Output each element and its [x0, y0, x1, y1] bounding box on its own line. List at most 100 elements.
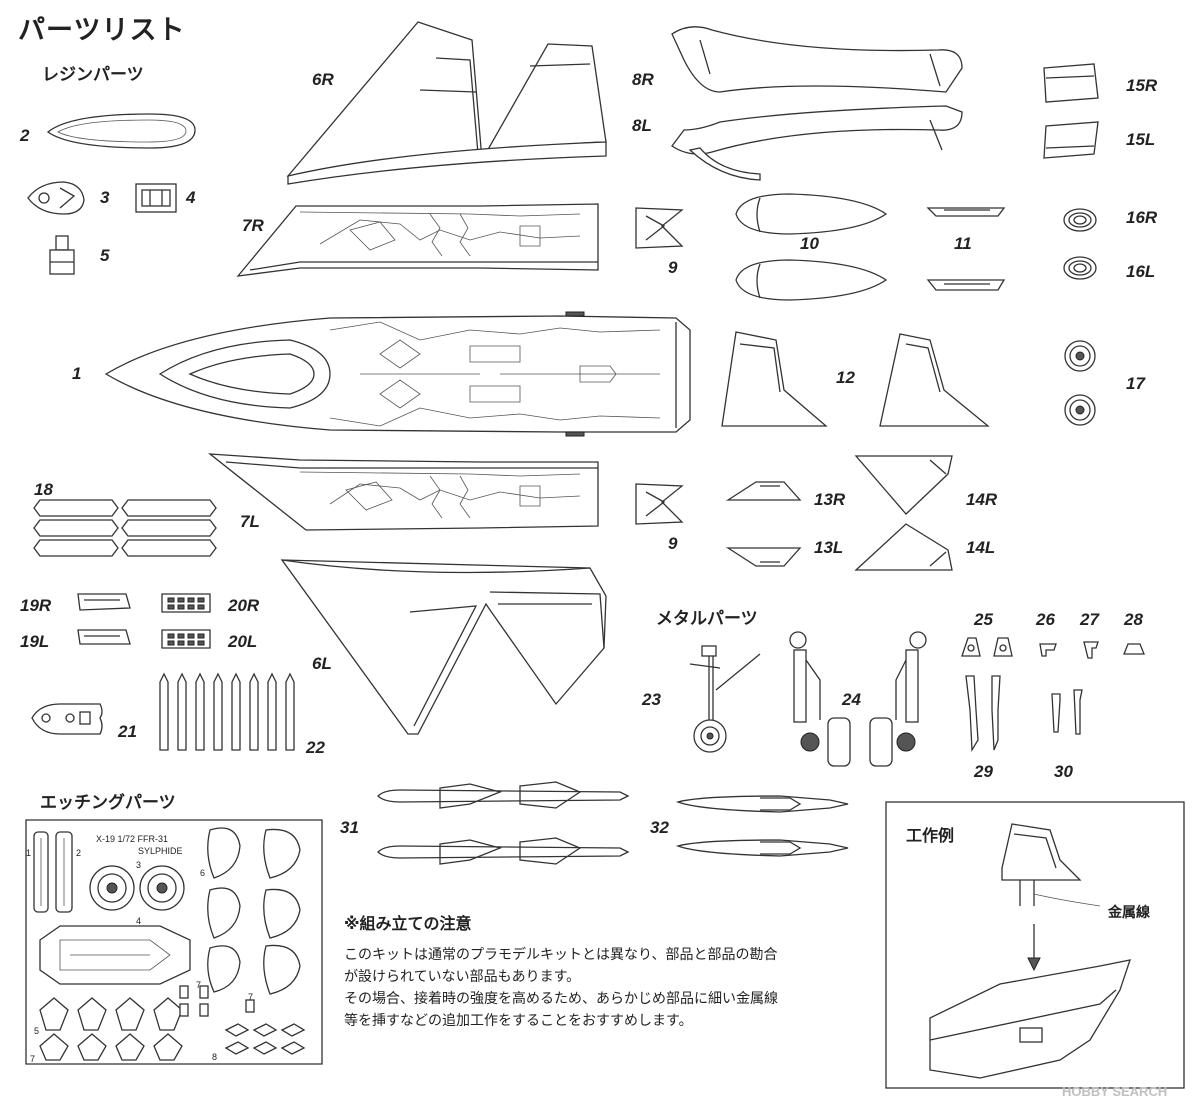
part-4 — [135, 183, 177, 213]
assembly-note-line: このキットは通常のプラモデルキットとは異なり、部品と部品の勘合 — [344, 947, 778, 963]
part-26 — [1039, 643, 1057, 657]
page-title: パーツリスト — [18, 15, 186, 46]
part-label-9-lower: 9 — [668, 534, 678, 553]
part-30 — [1051, 689, 1083, 735]
part-label-7r: 7R — [242, 216, 264, 235]
part-29 — [965, 675, 1001, 753]
etching-label: 7 — [196, 980, 202, 990]
part-10-lower — [735, 259, 888, 301]
assembly-note-line: その場合、接着時の強度を高めるため、あらかじめ部品に細い金属線 — [344, 991, 778, 1007]
part-label-7l: 7L — [240, 512, 260, 531]
etching-label: 1 — [26, 848, 32, 858]
part-6l-wing — [280, 559, 607, 735]
etching-label: 7 — [248, 992, 254, 1002]
part-label-13l: 13L — [814, 538, 844, 557]
part-17-wheel-upper — [1064, 340, 1096, 372]
part-label-8l: 8L — [632, 116, 652, 135]
assembly-note-title: ※組み立ての注意 — [344, 914, 472, 933]
part-label-24: 24 — [842, 690, 861, 709]
etching-label: 3 — [136, 860, 142, 870]
part-label-20l: 20L — [228, 632, 258, 651]
part-16l — [1063, 256, 1097, 280]
part-label-16l: 16L — [1126, 262, 1156, 281]
part-7l-side — [207, 453, 599, 531]
assembly-note-line: が設けられていない部品もあります。 — [344, 969, 581, 985]
part-label-23: 23 — [642, 690, 661, 709]
part-10-upper — [735, 193, 888, 235]
etching-sheet-name: SYLPHIDE — [138, 846, 183, 856]
part-17-wheel-lower — [1064, 394, 1096, 426]
part-32-pod-lower — [675, 839, 849, 857]
part-3 — [27, 181, 85, 215]
part-label-15l: 15L — [1126, 130, 1156, 149]
part-20r — [161, 593, 211, 613]
part-label-32: 32 — [650, 818, 669, 837]
part-label-20r: 20R — [228, 596, 260, 615]
part-label-27: 27 — [1080, 610, 1099, 629]
part-label-17: 17 — [1126, 374, 1145, 393]
part-label-31: 31 — [340, 818, 359, 837]
part-12-tail-right — [879, 333, 990, 427]
part-1-fuselage — [104, 311, 691, 437]
metal-parts-heading: メタルパーツ — [656, 609, 758, 629]
part-label-14l: 14L — [966, 538, 996, 557]
part-label-12: 12 — [836, 368, 855, 387]
part-19l — [77, 629, 131, 645]
part-16r — [1063, 208, 1097, 232]
part-label-10: 10 — [800, 234, 819, 253]
part-label-19l: 19L — [20, 632, 50, 651]
part-28 — [1123, 643, 1145, 655]
etching-parts-heading: エッチングパーツ — [40, 793, 176, 813]
metal-wire-callout: 金属線 — [1108, 905, 1150, 921]
part-label-21: 21 — [118, 722, 137, 741]
part-8r-intake — [671, 26, 963, 93]
part-label-6l: 6L — [312, 654, 332, 673]
part-label-14r: 14R — [966, 490, 998, 509]
part-label-5: 5 — [100, 246, 110, 265]
part-label-15r: 15R — [1126, 76, 1158, 95]
part-8l-intake — [671, 105, 963, 181]
part-label-8r: 8R — [632, 70, 654, 89]
part-label-26: 26 — [1036, 610, 1055, 629]
etching-label: 5 — [34, 1026, 40, 1036]
part-11-upper — [926, 207, 1006, 217]
part-label-13r: 13R — [814, 490, 846, 509]
part-23-nose-gear — [689, 645, 761, 753]
part-15r — [1043, 63, 1099, 103]
part-14l — [854, 523, 953, 571]
part-15l — [1043, 121, 1099, 159]
part-31-missile-upper — [377, 781, 630, 809]
part-31-missile-lower — [377, 837, 630, 865]
part-label-19r: 19R — [20, 596, 52, 615]
part-20l — [161, 629, 211, 649]
part-22-rods — [159, 672, 295, 751]
part-label-3: 3 — [100, 188, 110, 207]
part-19r — [77, 593, 131, 611]
part-13l — [725, 547, 802, 567]
part-label-1: 1 — [72, 364, 82, 383]
etching-label: 7 — [30, 1054, 36, 1064]
part-24-main-gear — [789, 631, 927, 767]
part-6r-wing — [286, 21, 607, 185]
part-label-4: 4 — [186, 188, 196, 207]
part-label-22: 22 — [306, 738, 325, 757]
part-label-25: 25 — [974, 610, 993, 629]
part-label-2: 2 — [20, 126, 30, 145]
part-13r — [725, 481, 802, 501]
part-11-lower — [926, 279, 1006, 291]
part-label-18: 18 — [34, 480, 53, 499]
part-12-tail-left — [721, 331, 828, 427]
part-label-30: 30 — [1054, 762, 1073, 781]
part-32-pod-upper — [675, 795, 849, 813]
part-14r — [854, 455, 953, 515]
part-9-lower — [635, 483, 684, 525]
example-box — [885, 801, 1185, 1089]
part-2-canopy — [46, 113, 196, 149]
part-label-28: 28 — [1124, 610, 1143, 629]
part-27 — [1083, 641, 1099, 659]
etching-label: 8 — [212, 1052, 218, 1062]
part-label-16r: 16R — [1126, 208, 1158, 227]
part-label-11: 11 — [954, 234, 972, 253]
etching-label: 2 — [76, 848, 82, 858]
